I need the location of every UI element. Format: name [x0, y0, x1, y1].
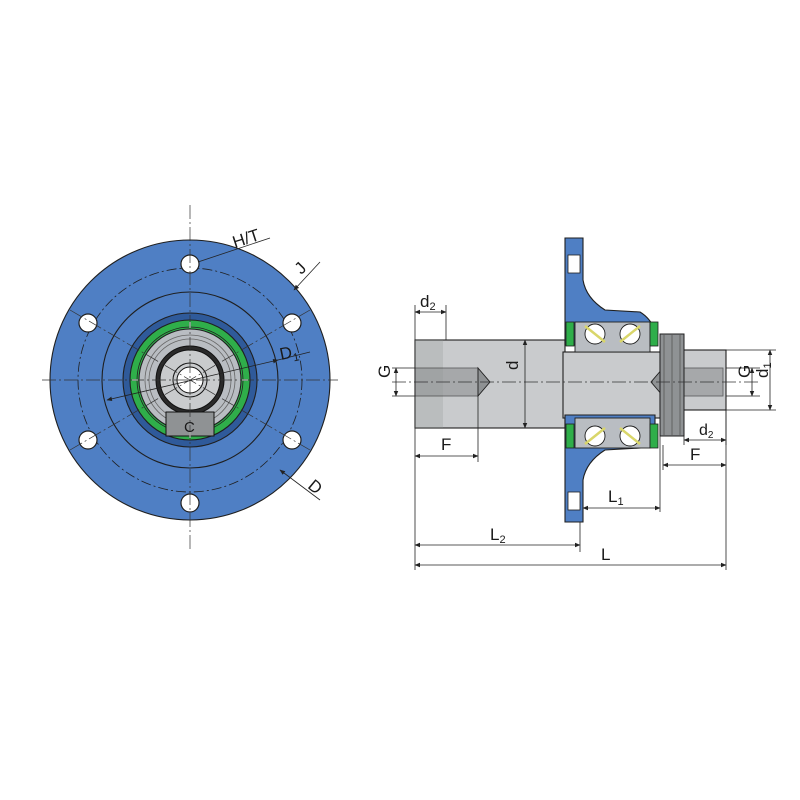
- label-g-left: G: [375, 365, 394, 378]
- d-dimension-line: [279, 469, 321, 501]
- front-view: H/T J D1 D C: [42, 205, 338, 552]
- label-j: J: [291, 258, 310, 277]
- label-d-shaft: d: [503, 361, 522, 370]
- flange-bolt-slot-bottom: [567, 491, 581, 511]
- label-c: C: [184, 419, 195, 436]
- label-g-right: G: [735, 365, 754, 378]
- j-dimension: [293, 261, 321, 291]
- lower-bearing: [565, 417, 659, 449]
- label-ht: H/T: [230, 225, 262, 252]
- label-l2: L2: [490, 525, 506, 546]
- label-d: D: [304, 476, 326, 498]
- label-f-right: F: [690, 445, 700, 464]
- label-d1: D1: [278, 341, 301, 366]
- lock-nut: [659, 333, 685, 437]
- bolt-hole-lower-left: [78, 430, 98, 450]
- ht-leader: [197, 237, 271, 263]
- flange-bolt-slot-top: [567, 254, 581, 274]
- side-view: d2 G d F L2 L L1 G d1 d2 F: [375, 237, 776, 570]
- label-l1: L1: [608, 487, 624, 508]
- d1-leader: [277, 351, 311, 361]
- bolt-hole-upper-left: [78, 313, 98, 333]
- label-d1-right: d1: [753, 362, 774, 378]
- shaft-center-section: [562, 351, 662, 419]
- label-f-left: F: [441, 435, 451, 454]
- d1-dimension-line: [106, 358, 279, 402]
- label-l: L: [601, 545, 610, 564]
- label-d2-left: d2: [420, 292, 436, 313]
- bolt-holes: [78, 254, 302, 513]
- label-d2-right: d2: [699, 422, 714, 441]
- bolt-hole-lower-right: [282, 430, 302, 450]
- bolt-hole-upper-right: [282, 313, 302, 333]
- upper-bearing: [565, 321, 659, 353]
